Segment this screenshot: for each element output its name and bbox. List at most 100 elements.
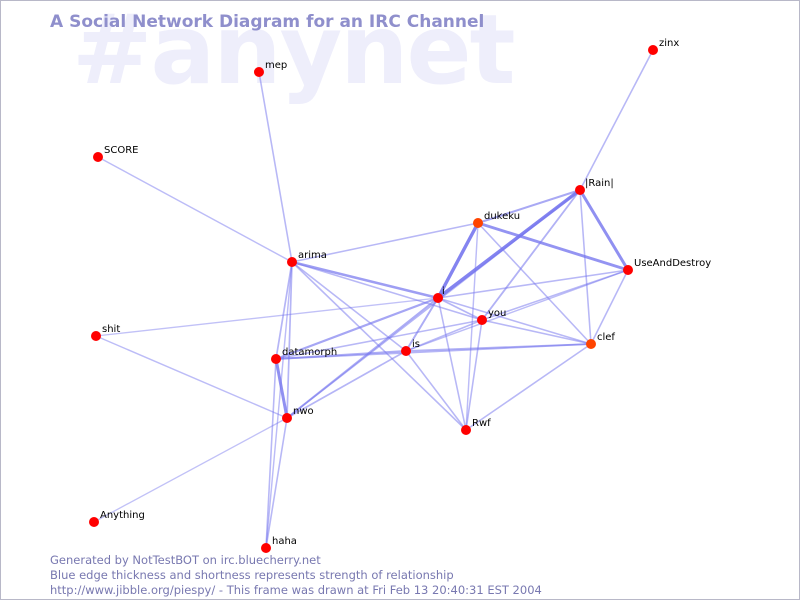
- channel-watermark: #anynet: [72, 0, 515, 106]
- node-dot-Anything: [89, 517, 99, 527]
- edge-clef-datamorph: [275, 343, 592, 360]
- edge-mep-arima: [258, 71, 293, 263]
- edge-i-nwo: [286, 297, 439, 419]
- edge-Rain-you: [481, 189, 581, 321]
- node-dukeku: dukeku: [473, 211, 520, 228]
- node-is: is: [401, 339, 420, 356]
- node-label-mep: mep: [265, 60, 287, 71]
- node-dot-nwo: [282, 413, 292, 423]
- edge-shit-i: [95, 297, 439, 337]
- node-dot-i: [433, 293, 443, 303]
- edge-arima-i: [290, 260, 440, 300]
- edge-zinx-Rain: [579, 49, 654, 191]
- edge-dukeku-arima: [291, 222, 479, 263]
- node-dot-zinx: [648, 45, 658, 55]
- node-label-zinx: zinx: [659, 38, 679, 49]
- footer: Generated by NotTestBOT on irc.bluecherr…: [50, 553, 542, 598]
- edge-dukeku-Rwf: [465, 222, 479, 431]
- node-dot-dukeku: [473, 218, 483, 228]
- edge-i-Rwf: [437, 297, 467, 431]
- node-clef: clef: [586, 332, 615, 349]
- edge-i-is: [405, 297, 439, 352]
- node-label-arima: arima: [298, 250, 327, 261]
- node-dot-SCORE: [93, 152, 103, 162]
- edge-haha-nwo: [265, 417, 288, 549]
- edge-is-nwo: [286, 350, 407, 419]
- edge-you-is: [405, 319, 483, 352]
- edge-UseAndDestroy-you: [481, 269, 629, 321]
- edge-i-datamorph: [274, 296, 440, 361]
- edge-Rain-dukeku: [476, 188, 582, 225]
- node-zinx: zinx: [648, 38, 679, 55]
- node-dot-datamorph: [271, 354, 281, 364]
- node-label-UseAndDestroy: UseAndDestroy: [634, 258, 711, 269]
- edge-i-clef: [437, 297, 592, 345]
- node-label-is: is: [412, 339, 420, 350]
- node-label-i: i: [442, 286, 445, 297]
- node-nwo: nwo: [282, 406, 314, 423]
- edge-haha-datamorph: [265, 358, 277, 549]
- node-Anything: Anything: [89, 510, 145, 527]
- node-dot-is: [401, 346, 411, 356]
- edge-is-Rwf: [405, 350, 467, 431]
- edge-UseAndDestroy-clef: [590, 269, 629, 345]
- edge-you-Rwf: [465, 319, 483, 431]
- edge-you-clef: [481, 319, 592, 345]
- node-shit: shit: [91, 324, 120, 341]
- edge-arima-nwo: [286, 261, 293, 419]
- node-UseAndDestroy: UseAndDestroy: [623, 258, 711, 275]
- node-dot-Rain: [575, 185, 585, 195]
- node-label-dukeku: dukeku: [484, 211, 520, 222]
- edge-Rain-clef: [579, 189, 592, 345]
- node-dot-you: [477, 315, 487, 325]
- edge-UseAndDestroy-is: [405, 269, 629, 352]
- node-SCORE: SCORE: [93, 145, 138, 162]
- node-Rain: |Rain|: [575, 178, 614, 195]
- node-label-Anything: Anything: [100, 510, 145, 521]
- node-Rwf: Rwf: [461, 418, 491, 435]
- edge-shit-nwo: [95, 335, 288, 419]
- node-i: i: [433, 286, 445, 303]
- edge-dukeku-i: [436, 221, 480, 300]
- node-label-Rwf: Rwf: [472, 418, 491, 429]
- edge-haha-arima: [265, 261, 293, 549]
- diagram-title: A Social Network Diagram for an IRC Chan…: [50, 12, 485, 32]
- node-label-nwo: nwo: [293, 406, 314, 417]
- footer-legend-note: Blue edge thickness and shortness repres…: [50, 568, 454, 582]
- node-label-clef: clef: [597, 332, 615, 343]
- edge-arima-datamorph: [275, 261, 293, 360]
- node-dot-mep: [254, 67, 264, 77]
- edges-layer: [93, 49, 654, 549]
- edge-dukeku-UseAndDestroy: [476, 221, 630, 272]
- node-label-you: you: [488, 308, 506, 319]
- node-dot-arima: [287, 257, 297, 267]
- node-datamorph: datamorph: [271, 347, 337, 364]
- edge-Anything-nwo: [93, 417, 288, 523]
- edge-i-you: [437, 297, 483, 321]
- edge-datamorph-nwo: [274, 357, 289, 420]
- node-dot-UseAndDestroy: [623, 265, 633, 275]
- node-haha: haha: [261, 536, 297, 553]
- node-label-haha: haha: [272, 536, 297, 547]
- node-dot-shit: [91, 331, 101, 341]
- node-dot-haha: [261, 543, 271, 553]
- node-label-datamorph: datamorph: [282, 347, 337, 358]
- node-dot-Rwf: [461, 425, 471, 435]
- node-arima: arima: [287, 250, 327, 267]
- node-label-Rain: |Rain|: [585, 178, 614, 189]
- footer-url-timestamp: http://www.jibble.org/piespy/ - This fra…: [50, 583, 542, 597]
- edge-Rain-UseAndDestroy: [578, 188, 630, 272]
- edge-SCORE-arima: [97, 156, 293, 263]
- node-mep: mep: [254, 60, 287, 77]
- node-dot-clef: [586, 339, 596, 349]
- edge-arima-is: [291, 261, 407, 352]
- edge-UseAndDestroy-i: [437, 269, 629, 299]
- edge-you-datamorph: [275, 319, 483, 360]
- edge-clef-Rwf: [465, 343, 592, 431]
- node-label-SCORE: SCORE: [104, 145, 138, 156]
- node-you: you: [477, 308, 506, 325]
- footer-generated-by: Generated by NotTestBOT on irc.bluecherr…: [50, 553, 321, 567]
- node-label-shit: shit: [102, 324, 120, 335]
